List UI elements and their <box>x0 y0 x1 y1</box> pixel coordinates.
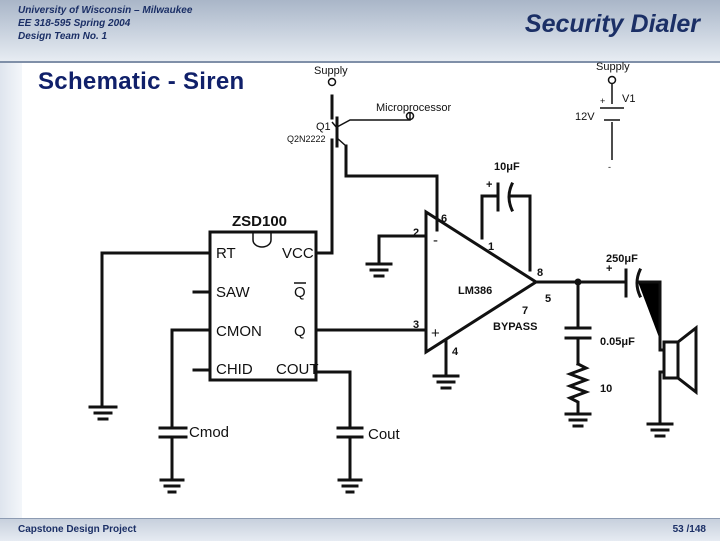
lm386-plus-label: + <box>431 325 440 342</box>
wire-q1-lm386-pin6 <box>344 144 439 232</box>
battery-v1-icon <box>600 84 624 160</box>
presentation-title: Security Dialer <box>524 10 700 38</box>
resistor-10-icon <box>564 361 592 428</box>
slide-title: Schematic - Siren <box>38 68 245 95</box>
footer-project-label: Capstone Design Project <box>18 524 137 535</box>
zsd100-label: ZSD100 <box>232 213 287 230</box>
pin7-label: 7 <box>522 305 528 317</box>
cap-250uf-label: 250μF <box>606 253 638 265</box>
header-divider <box>0 61 720 63</box>
siren-schematic: RT VCC SAW Q CMON Q CHID COUT ZSD100 Cm <box>88 61 698 494</box>
wire-pin2-ground <box>377 234 428 264</box>
header-bar <box>0 0 720 62</box>
university-label: University of Wisconsin – Milwaukee <box>18 5 193 16</box>
cmod-capacitor-icon <box>158 426 188 494</box>
pin-saw-label: SAW <box>216 284 250 301</box>
supply-terminal-v1 <box>607 75 617 85</box>
pin1-label: 1 <box>488 241 494 253</box>
footer-bar: Capstone Design Project 53 /148 <box>0 518 720 541</box>
pin-vcc-label: VCC <box>282 245 314 262</box>
pin-chid-label: CHID <box>216 361 253 378</box>
q1-label: Q1 <box>316 121 331 133</box>
pin3-label: 3 <box>413 319 419 331</box>
supply-label-v1: Supply <box>596 61 630 73</box>
course-label: EE 318-595 Spring 2004 <box>18 18 131 29</box>
pin-cout-label: COUT <box>276 361 319 378</box>
q1-part-label: Q2N2222 <box>287 134 326 144</box>
speaker-icon <box>646 280 698 438</box>
bypass-label: BYPASS <box>493 321 537 333</box>
footer-page-number: 53 /148 <box>672 524 706 535</box>
wire-pin1-cap <box>480 194 498 240</box>
pin4-label: 4 <box>452 346 459 358</box>
cmod-label: Cmod <box>189 424 229 441</box>
capacitor-10uf-icon <box>496 182 532 272</box>
cap-10uf-label: 10μF <box>494 161 520 173</box>
supply-terminal-q1 <box>327 77 337 87</box>
v1-label: V1 <box>622 93 635 105</box>
plus-250uf-label: + <box>606 263 612 275</box>
left-decoration-bar <box>0 63 22 520</box>
zsd100-ic-body <box>208 230 318 382</box>
res-10-label: 10 <box>600 383 612 395</box>
wire-rt-ground <box>100 251 212 407</box>
pin6-label: 6 <box>441 213 447 225</box>
header-course-info: University of Wisconsin – Milwaukee EE 3… <box>18 4 192 43</box>
wire-cout <box>314 370 352 428</box>
plus-10uf-label: + <box>486 179 492 191</box>
supply-label-q1: Supply <box>314 65 348 77</box>
pin-q-label: Q <box>294 323 306 340</box>
v1-value-label: 12V <box>575 111 595 123</box>
pin-qbar-label: Q <box>294 284 306 301</box>
v1-plus-label: + <box>600 96 605 106</box>
wire-vcc-q1 <box>314 138 334 255</box>
ground-icon <box>88 405 118 421</box>
pin-cmon-label: CMON <box>216 323 262 340</box>
wire-cmon-cmod <box>170 328 212 428</box>
lm386-amplifier-icon <box>424 209 539 355</box>
capacitor-005uf-icon <box>564 326 592 366</box>
team-label: Design Team No. 1 <box>18 31 108 42</box>
v1-minus-label: - <box>608 162 611 172</box>
lm386-minus-label: - <box>433 232 438 249</box>
ground-icon <box>365 262 393 278</box>
pin5-label: 5 <box>545 293 551 305</box>
transistor-q1-icon <box>331 112 411 148</box>
ic-notch <box>252 232 272 248</box>
pin-rt-label: RT <box>216 245 236 262</box>
cout-label: Cout <box>368 426 401 443</box>
pin2-label: 2 <box>413 227 419 239</box>
cout-capacitor-icon <box>336 426 364 494</box>
ground-icon <box>432 374 460 390</box>
pin8-label: 8 <box>537 267 543 279</box>
microprocessor-terminal <box>405 111 415 121</box>
microprocessor-label: Microprocessor <box>376 102 452 114</box>
lm386-label: LM386 <box>458 285 492 297</box>
cap-005uf-label: 0.05μF <box>600 336 635 348</box>
